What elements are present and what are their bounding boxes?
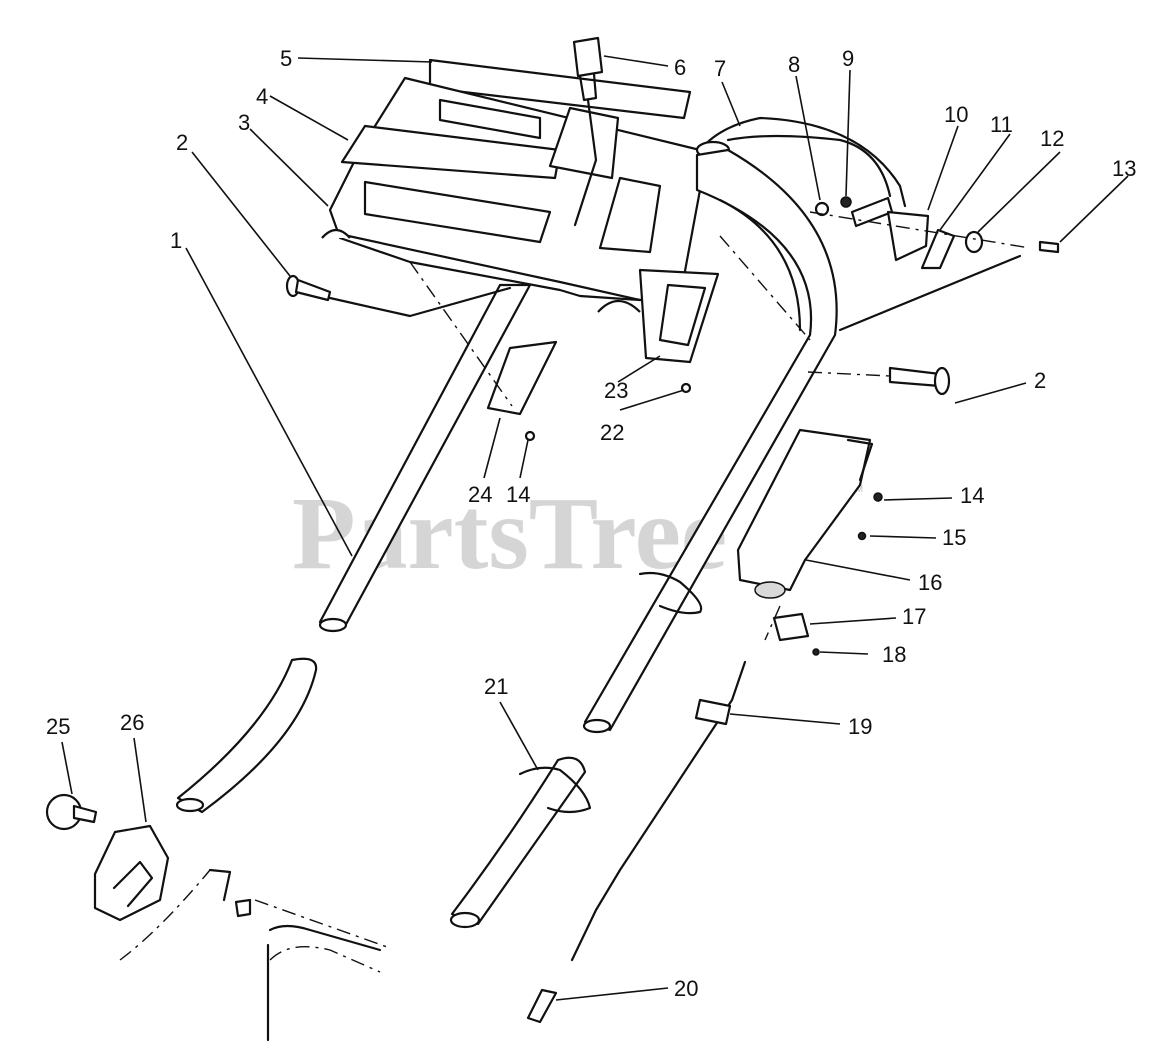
bushing [234,898,252,918]
knob [964,230,984,254]
panel-slot [363,180,552,244]
lock-nut [840,196,852,208]
upper-handle-rod [698,116,907,208]
shifter-housing [548,106,620,180]
lower-handle-tube-center [450,756,587,926]
callout-17: 17 [902,604,926,629]
handle-tube-right-shade [718,198,802,332]
carriage-bolt-left [285,274,332,302]
handle-shroud [736,428,872,592]
callout-8: 8 [788,52,800,77]
screw [873,492,883,502]
panel-slot [598,176,662,254]
callout-4: 4 [256,84,268,109]
panel-endcap-right [597,299,641,313]
clip-upper [638,571,703,615]
callout-12: 12 [1040,126,1064,151]
knob-assembly [45,793,98,831]
callout-2: 2 [176,130,188,155]
panel-front-edge [328,230,642,302]
callout-6: 6 [674,55,686,80]
callout-15: 15 [942,525,966,550]
control-cable [570,660,747,962]
screw-small [524,430,536,442]
callout-9: 9 [842,46,854,71]
lower-handle-tube-left [176,657,318,814]
callout-14: 14 [960,483,984,508]
callout-26: 26 [120,710,144,735]
handle-tube-right [583,148,838,732]
callout-20: 20 [674,976,698,1001]
upper-handle-rod-inner [726,134,892,198]
cable-clamp [772,612,810,642]
callout-5: 5 [280,46,292,71]
nut [814,201,830,217]
callout-25: 25 [46,714,70,739]
cable-bracket-slot [658,283,707,347]
screw [857,531,867,541]
bracket-block-detail [112,860,154,908]
alignment-line [807,371,891,377]
nut [812,648,820,656]
leader-lines [61,55,1129,1001]
callout-7: 7 [714,56,726,81]
panel-outline [328,286,512,318]
lower-link [208,868,232,902]
callout-16: 16 [918,570,942,595]
shift-knob [572,36,604,78]
carriage-bolt-right [888,366,951,396]
callout-11: 11 [990,112,1013,137]
handle-tube-left-end [318,617,348,633]
shift-knob-stem [578,72,598,102]
callout-1: 1 [170,228,182,253]
callout-21: 21 [484,674,508,699]
lower-handle-tube-center-end [449,911,481,929]
decal-plate [428,58,692,120]
callout-23: 23 [604,378,628,403]
alignment-line [764,605,781,641]
panel-slot [438,98,542,140]
spring [526,988,558,1024]
handle-tube-right-end [582,718,612,734]
lever [920,228,956,270]
cable-bracket [638,268,720,364]
callout-2: 2 [1034,368,1046,393]
control-panel-assembly [321,36,702,313]
callout-18: 18 [882,642,906,667]
alignment-line [409,261,513,407]
alignment-line [254,899,391,949]
cable-adjuster [694,698,732,726]
bracket [886,210,930,262]
panel-endcap-left [321,228,351,239]
clip-lower [518,766,592,814]
shroud-boss [754,581,786,599]
callout-10: 10 [944,102,968,127]
bolt [1038,240,1060,254]
frame-rod-hidden [269,945,381,973]
alignment-line [719,235,811,341]
panel-cover [340,124,562,180]
lower-handle-tube-left-end [175,797,205,813]
handle-shroud-edge [846,438,874,482]
callout-24: 24 [468,482,492,507]
callout-14: 14 [506,482,530,507]
frame-rod [268,924,382,952]
alignment-line [809,211,1031,249]
callout-22: 22 [600,420,624,445]
shift-rod [573,98,598,227]
bracket-block [93,824,170,922]
alignment-line [119,869,211,961]
callout-13: 13 [1112,156,1136,181]
cable-guide [486,340,558,416]
panel-outline [838,254,1022,332]
callout-3: 3 [238,110,250,135]
callout-19: 19 [848,714,872,739]
